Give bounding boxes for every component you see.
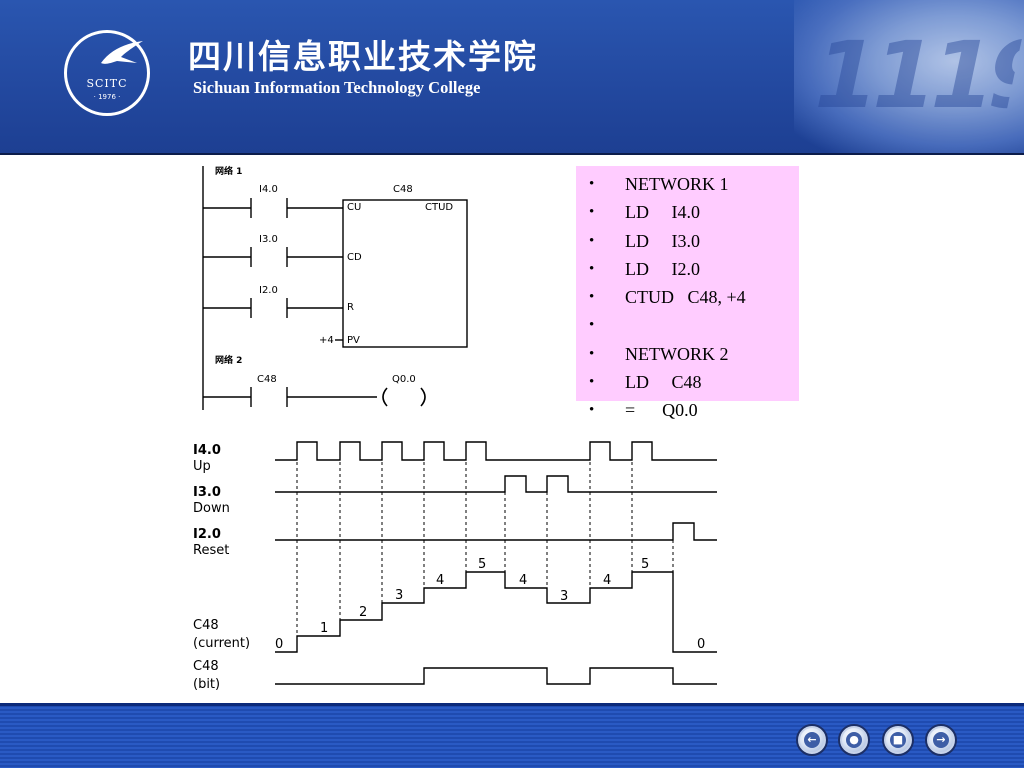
count-value: 3 <box>560 589 568 604</box>
college-logo: SCITC · 1976 · <box>64 30 150 116</box>
signal-name-up: I4.0 <box>193 443 221 458</box>
instruction-list: NETWORK 1 LD I4.0 LD I3.0 LD I2.0 CTUD C… <box>586 170 826 425</box>
count-value: 0 <box>275 637 283 652</box>
previous-button[interactable]: ← <box>796 724 828 756</box>
pin-cu: CU <box>347 202 361 213</box>
signal-desc-reset: Reset <box>193 543 229 558</box>
timing-diagram: I4.0 Up I3.0 Down I2.0 Reset C48 (curren… <box>193 441 717 692</box>
network2-label: 网络 2 <box>215 354 242 366</box>
counter-box <box>342 199 468 348</box>
count-value: 4 <box>519 573 527 588</box>
coil-q0-0 <box>382 387 426 407</box>
pin-r: R <box>347 302 354 313</box>
college-name-chinese: 四川信息职业技术学院 <box>188 37 538 76</box>
header-divider <box>0 153 1024 155</box>
count-values: 0 1 2 3 4 5 4 3 4 5 0 <box>275 557 705 652</box>
count-value: 1 <box>320 621 328 636</box>
college-name-english: Sichuan Information Technology College <box>193 78 481 97</box>
next-button[interactable]: → <box>925 724 957 756</box>
instruction-line: LD I3.0 <box>586 227 826 255</box>
count-value: 5 <box>478 557 486 572</box>
instruction-line: LD I4.0 <box>586 198 826 226</box>
signal-name-down: I3.0 <box>193 485 221 500</box>
pin-pv: PV <box>347 335 360 346</box>
count-value: 3 <box>395 588 403 603</box>
circle-icon: ● <box>846 732 862 748</box>
counter-current-label-2: (current) <box>193 636 250 651</box>
counter-bit-label-2: (bit) <box>193 677 220 692</box>
footer-bar <box>0 703 1024 768</box>
square-icon: ■ <box>890 732 906 748</box>
header-decoration: 1119 <box>794 0 1024 153</box>
preset-value: +4 <box>319 335 334 346</box>
network2-contact-label: C48 <box>257 374 277 385</box>
timing-sync-lines <box>296 462 674 652</box>
ladder-diagram: 网络 1 I4.0 I3.0 I2.0 C48 CU CTUD CD R PV … <box>202 165 468 410</box>
contact-label-i3-0: I3.0 <box>259 234 278 245</box>
instruction-line: = Q0.0 <box>586 396 826 424</box>
coil-label: Q0.0 <box>392 374 416 385</box>
signal-desc-up: Up <box>193 459 211 474</box>
header-banner: 1119 SCITC · 1976 · 四川信息职业技术学院 Sichuan I… <box>0 0 1024 153</box>
signal-desc-down: Down <box>193 501 230 516</box>
home-button[interactable]: ● <box>838 724 870 756</box>
instruction-line <box>586 311 826 339</box>
instruction-line: LD I2.0 <box>586 255 826 283</box>
arrow-right-icon: → <box>933 732 949 748</box>
signal-name-reset: I2.0 <box>193 527 221 542</box>
waveform-down <box>275 475 717 493</box>
instruction-line: NETWORK 2 <box>586 340 826 368</box>
waveform-counter-bit <box>275 667 717 685</box>
contact-label-i4-0: I4.0 <box>259 184 278 195</box>
instruction-line: NETWORK 1 <box>586 170 826 198</box>
counter-type: CTUD <box>425 202 453 213</box>
counter-name: C48 <box>393 184 413 195</box>
counter-current-label: C48 <box>193 618 219 633</box>
count-value: 5 <box>641 557 649 572</box>
arrow-left-icon: ← <box>804 732 820 748</box>
waveform-up <box>275 441 717 461</box>
decorative-digits: 1119 <box>802 22 1024 129</box>
network1-label: 网络 1 <box>215 165 242 177</box>
count-value: 4 <box>436 573 444 588</box>
count-value: 4 <box>603 573 611 588</box>
logo-text: SCITC <box>86 77 128 90</box>
counter-bit-label: C48 <box>193 659 219 674</box>
contact-label-i2-0: I2.0 <box>259 285 278 296</box>
pin-cd: CD <box>347 252 362 263</box>
footer-divider <box>0 703 1024 706</box>
bird-icon <box>101 41 143 64</box>
logo-year: · 1976 · <box>93 93 121 101</box>
menu-button[interactable]: ■ <box>882 724 914 756</box>
waveform-reset <box>275 522 717 541</box>
count-value: 2 <box>359 605 367 620</box>
waveform-counter-current <box>275 571 717 653</box>
count-value: 0 <box>697 637 705 652</box>
instruction-line: LD C48 <box>586 368 826 396</box>
instruction-line: CTUD C48, +4 <box>586 283 826 311</box>
